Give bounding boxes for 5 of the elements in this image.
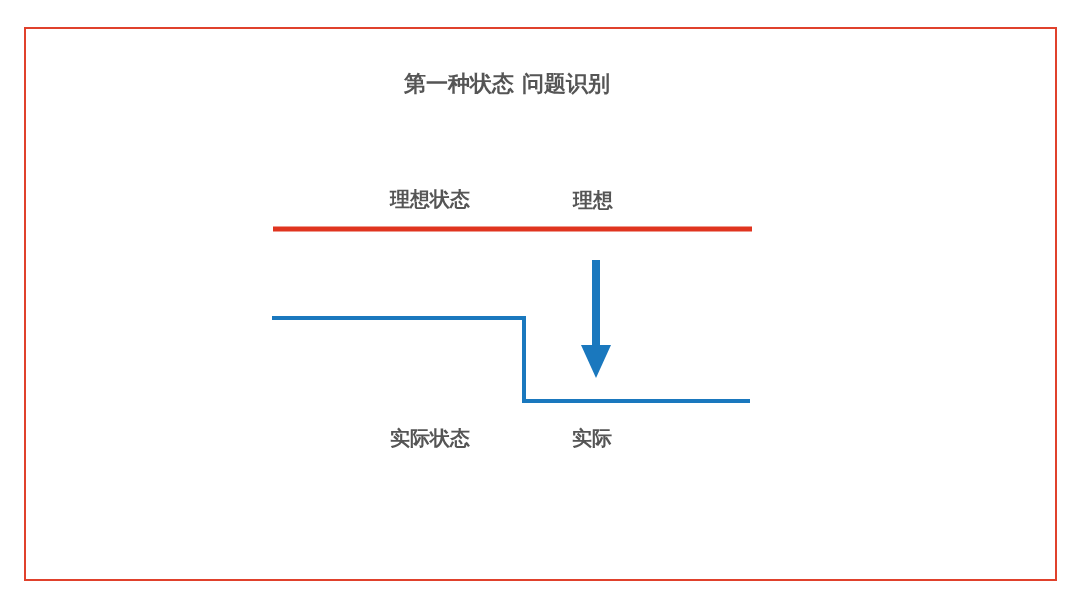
title: 第一种状态 问题识别 [404,73,610,95]
level-label: 实际状态 [390,428,470,448]
level-label: 理想 [573,190,613,210]
level-label: 实际 [572,428,612,448]
level-label: 理想状态 [390,189,470,209]
